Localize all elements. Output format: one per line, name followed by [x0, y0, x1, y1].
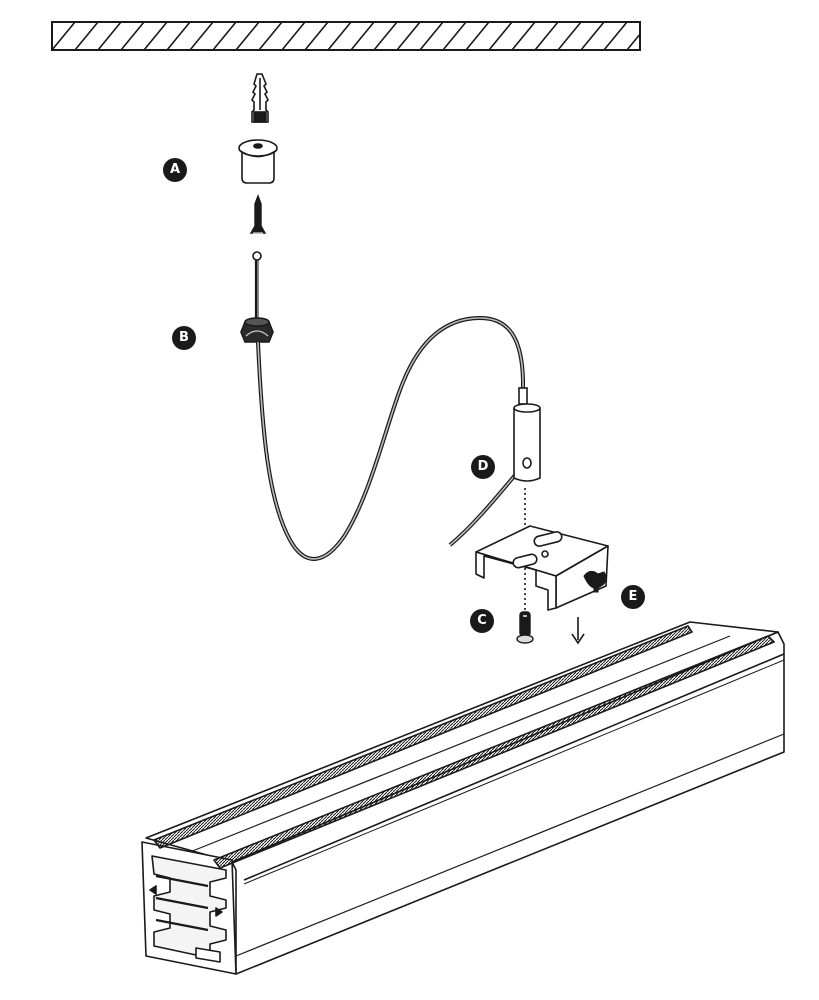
wall-plug-icon	[251, 73, 269, 123]
bracket-screw-icon	[516, 611, 534, 644]
callout-label-d: D	[471, 455, 495, 479]
callout-label-c: C	[470, 609, 494, 633]
cable-gripper-bottom-icon	[513, 387, 541, 482]
ceiling-cap-icon	[238, 139, 278, 184]
ceiling	[51, 21, 641, 51]
callout-label-a: A	[163, 158, 187, 182]
cable-gripper-top-icon	[240, 251, 274, 343]
down-arrow-icon	[571, 617, 585, 645]
mounting-bracket-icon	[475, 525, 609, 611]
callout-label-e: E	[621, 585, 645, 609]
suspension-cable	[256, 315, 531, 561]
track-rail	[141, 621, 785, 975]
wood-screw-icon	[249, 194, 267, 234]
callout-label-b: B	[172, 326, 196, 350]
locking-screw-icon	[583, 570, 607, 593]
